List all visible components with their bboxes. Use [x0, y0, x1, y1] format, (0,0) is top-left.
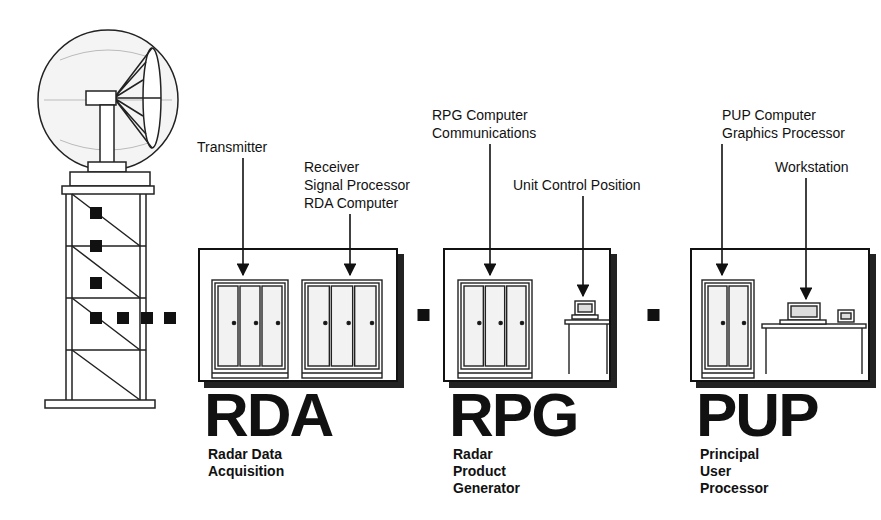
component-label: PUP Computer — [722, 107, 816, 123]
component-label: Unit Control Position — [513, 177, 641, 193]
unit-name: Principal User Processor — [700, 446, 768, 497]
component-label: Receiver — [304, 159, 359, 175]
unit-heading: RPGRadar Product Generator — [449, 384, 577, 497]
component-label: RDA Computer — [304, 195, 398, 211]
control-desk — [565, 301, 611, 374]
equipment-cabinets — [212, 280, 866, 378]
cabinet — [302, 280, 382, 378]
unit-heading: RDARadar Data Acquisition — [204, 384, 332, 480]
cabinet — [702, 280, 754, 378]
radar-tower — [38, 30, 178, 408]
unit-heading: PUPPrincipal User Processor — [696, 384, 817, 497]
component-label: Graphics Processor — [722, 125, 845, 141]
component-label: Transmitter — [197, 139, 267, 155]
component-label: Workstation — [775, 159, 849, 175]
cabinet — [212, 280, 288, 378]
unit-box: PUPPrincipal User Processor — [690, 248, 870, 382]
unit-acronym: RDA — [204, 384, 332, 446]
component-label: RPG Computer — [432, 107, 528, 123]
workstation-desk — [762, 303, 866, 374]
unit-box: RDARadar Data Acquisition — [198, 248, 398, 382]
unit-acronym: PUP — [696, 384, 817, 446]
leader-arrows — [243, 144, 806, 299]
unit-name: Radar Product Generator — [453, 446, 520, 497]
unit-box: RPGRadar Product Generator — [443, 248, 611, 382]
waveguide-dots — [90, 207, 176, 324]
component-label: Communications — [432, 125, 536, 141]
unit-name: Radar Data Acquisition — [208, 446, 284, 480]
cabinet — [458, 280, 532, 378]
data-link — [611, 309, 690, 321]
unit-acronym: RPG — [449, 384, 577, 446]
data-link — [398, 309, 443, 321]
component-label: Signal Processor — [304, 177, 410, 193]
